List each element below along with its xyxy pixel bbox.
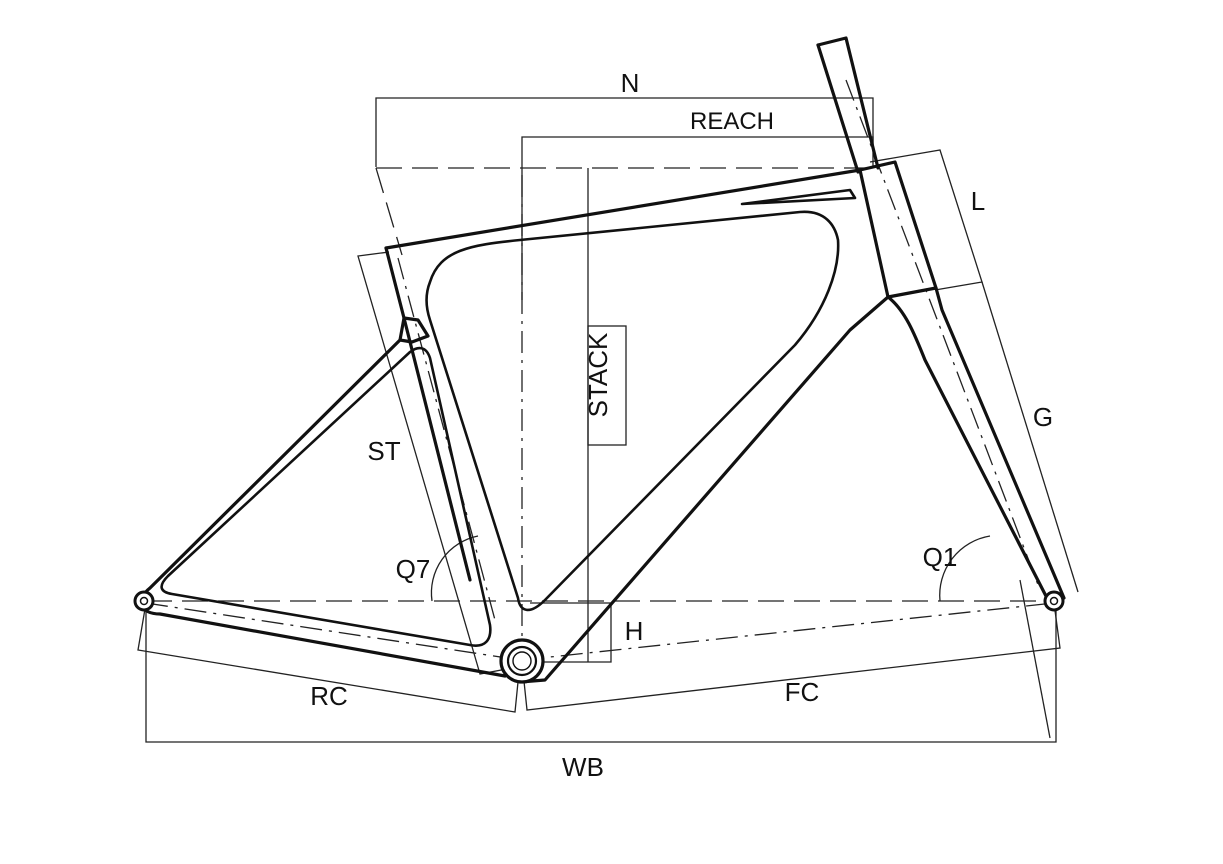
label-q7: Q7 bbox=[396, 554, 431, 584]
n-dimension-bracket bbox=[375, 97, 874, 167]
dimension-lines bbox=[137, 79, 1079, 743]
wb-dimension-bracket bbox=[145, 606, 1057, 743]
fc-dimension-bracket bbox=[521, 602, 1061, 711]
rear-triangle-window bbox=[160, 346, 492, 647]
q1-angle-arc bbox=[939, 535, 991, 602]
fork-front-blade bbox=[934, 286, 1066, 600]
main-triangle-window bbox=[425, 210, 840, 612]
rc-dimension-bracket bbox=[137, 602, 521, 713]
top-tube-highlight bbox=[740, 188, 857, 206]
label-reach: REACH bbox=[690, 108, 774, 135]
fork-crown bbox=[886, 286, 938, 299]
front-center-axis bbox=[521, 602, 1055, 661]
l-dimension-bracket bbox=[869, 149, 983, 291]
down-tube-outer bbox=[518, 295, 890, 684]
label-stack: STACK bbox=[583, 332, 613, 417]
seat-cluster bbox=[398, 316, 430, 344]
st-dimension-bracket bbox=[357, 251, 513, 675]
steerer-tube-left bbox=[816, 43, 860, 174]
g-dimension-line bbox=[981, 281, 1079, 593]
label-h: H bbox=[625, 616, 644, 646]
top-tube-outer bbox=[384, 160, 938, 299]
label-wb: WB bbox=[562, 752, 604, 782]
chainstay-axis bbox=[145, 602, 521, 661]
label-q1: Q1 bbox=[923, 542, 958, 572]
head-tube-left bbox=[858, 168, 890, 299]
stack-label-box bbox=[587, 325, 627, 446]
label-n: N bbox=[621, 68, 640, 98]
fork-rear-blade bbox=[886, 295, 1050, 602]
bottom-bracket-core bbox=[512, 651, 532, 671]
h-dimension-bracket bbox=[530, 602, 612, 663]
bicycle-frame bbox=[133, 36, 1066, 684]
label-fc: FC bbox=[785, 677, 820, 707]
label-g: G bbox=[1033, 402, 1053, 432]
n-slant-line bbox=[375, 167, 403, 256]
label-l: L bbox=[971, 186, 985, 216]
q7-angle-arc bbox=[430, 535, 479, 602]
steerer-tube bbox=[816, 36, 880, 170]
label-rc: RC bbox=[310, 681, 348, 711]
rear-axle-center bbox=[139, 596, 149, 606]
fork-extension-line bbox=[1019, 579, 1051, 739]
seat-tube-axis bbox=[397, 257, 496, 621]
front-axle-center bbox=[1049, 596, 1059, 606]
seat-tube-outer bbox=[384, 246, 472, 582]
label-st: ST bbox=[367, 436, 400, 466]
dimension-labels: N REACH STACK L G ST Q7 Q1 H RC FC WB bbox=[310, 68, 1053, 782]
